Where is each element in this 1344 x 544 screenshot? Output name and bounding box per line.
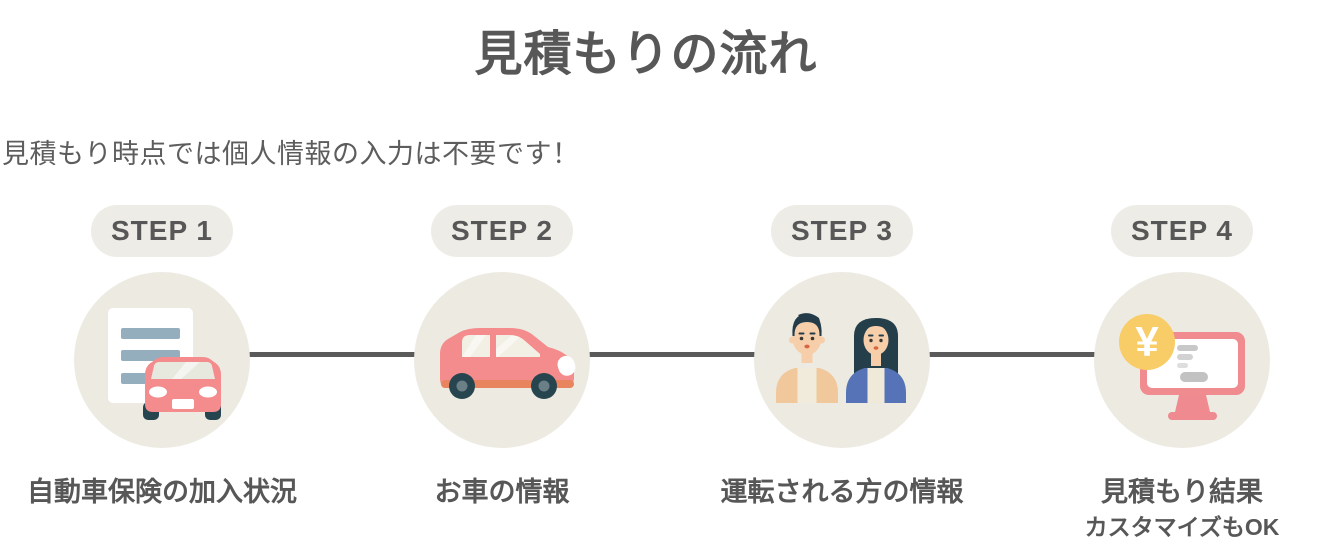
step-4-icon-circle: ¥ bbox=[1094, 272, 1270, 448]
step-1-icon-circle bbox=[74, 272, 250, 448]
svg-text:¥: ¥ bbox=[1135, 318, 1159, 365]
step-2-caption: お車の情報 bbox=[434, 477, 570, 507]
two-drivers-icon bbox=[776, 313, 906, 403]
step-4-caption: 見積もり結果 bbox=[1101, 477, 1263, 507]
step-3-icon-circle bbox=[754, 272, 930, 448]
step-4-subcaption: カスタマイズもOK bbox=[1084, 514, 1280, 540]
car-side-icon bbox=[440, 328, 576, 399]
page-subtitle: 見積もり時点では個人情報の入力は不要です！ bbox=[2, 139, 580, 169]
step-column-4: STEP 4 ¥ 見積もり結果 カスタマイズもOK bbox=[1012, 0, 1344, 544]
step-4-badge: STEP 4 bbox=[1111, 205, 1253, 257]
insurance-document-car-icon bbox=[108, 308, 221, 420]
step-column-1: STEP 1 自動車保険の加入状況 bbox=[0, 0, 332, 544]
step-3-caption: 運転される方の情報 bbox=[720, 477, 964, 507]
step-1-badge: STEP 1 bbox=[91, 205, 233, 257]
page-title: 見積もりの流れ bbox=[474, 28, 818, 81]
step-column-3: STEP 3 bbox=[672, 0, 1012, 544]
step-column-2: STEP 2 お車の情報 bbox=[332, 0, 672, 544]
flow-connector-line bbox=[162, 352, 1182, 357]
step-3-badge: STEP 3 bbox=[771, 205, 913, 257]
step-2-icon-circle bbox=[414, 272, 590, 448]
step-1-caption: 自動車保険の加入状況 bbox=[27, 477, 297, 507]
quote-result-monitor-yen-icon: ¥ bbox=[1119, 314, 1245, 420]
step-2-badge: STEP 2 bbox=[431, 205, 573, 257]
